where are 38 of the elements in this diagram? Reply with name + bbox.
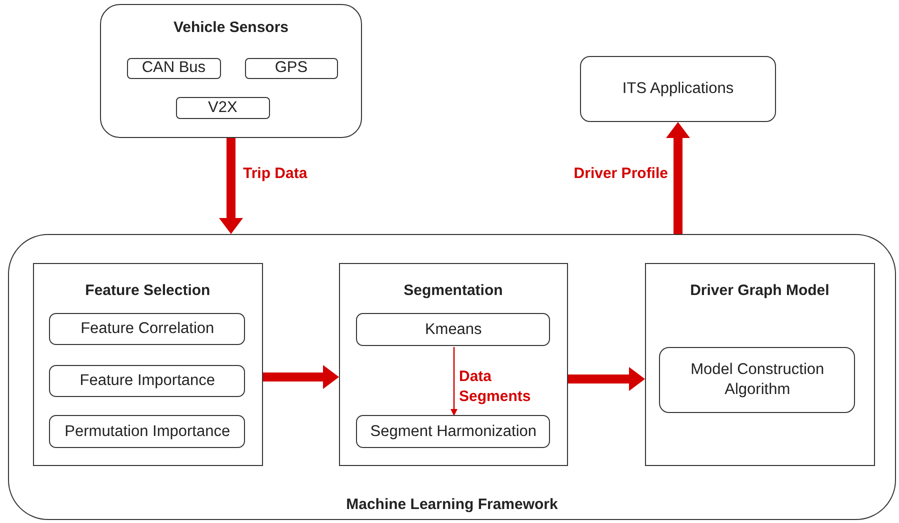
arrow: [263, 365, 339, 389]
arrow: [568, 367, 645, 391]
edge-label: Driver Profile: [572, 164, 668, 184]
framework-container: [8, 234, 896, 520]
node-heading: Driver Graph Model: [689, 282, 830, 299]
process-box: [49, 415, 246, 448]
node-label: ITS Applications: [621, 79, 735, 99]
process-box: [356, 415, 550, 448]
node-label: V2X: [207, 98, 238, 118]
module-panel: [32, 262, 263, 466]
node-heading: Vehicle Sensors: [172, 19, 290, 36]
module-panel: [338, 262, 568, 466]
process-box: [659, 347, 856, 414]
process-box: [49, 313, 246, 346]
process-box: [244, 58, 338, 79]
arrow: [450, 347, 458, 416]
module-panel: [644, 262, 875, 466]
edge-label: Trip Data: [243, 164, 308, 184]
node-label: Segment Harmonization: [369, 422, 538, 442]
node-heading: Segmentation: [402, 282, 504, 299]
node-label: CAN Bus: [140, 58, 207, 78]
process-box: [49, 365, 246, 398]
process-box: [126, 58, 221, 79]
arrow: [219, 138, 243, 234]
node-label: Feature Correlation: [80, 319, 216, 340]
edge-label: Data Segments: [459, 367, 532, 407]
node-label: Kmeans: [424, 320, 483, 340]
node-label: Permutation Importance: [64, 422, 232, 442]
arrow: [666, 122, 690, 234]
node-label: Feature Importance: [78, 371, 216, 392]
node-heading: Feature Selection: [84, 282, 212, 299]
process-box: [176, 96, 270, 119]
output-box: [580, 56, 776, 122]
process-box: [356, 313, 550, 346]
sensor-group-box: [100, 4, 362, 138]
node-label: GPS: [274, 58, 309, 78]
node-heading: Machine Learning Framework: [345, 496, 559, 513]
node-label: Model Construction Algorithm: [690, 360, 826, 400]
